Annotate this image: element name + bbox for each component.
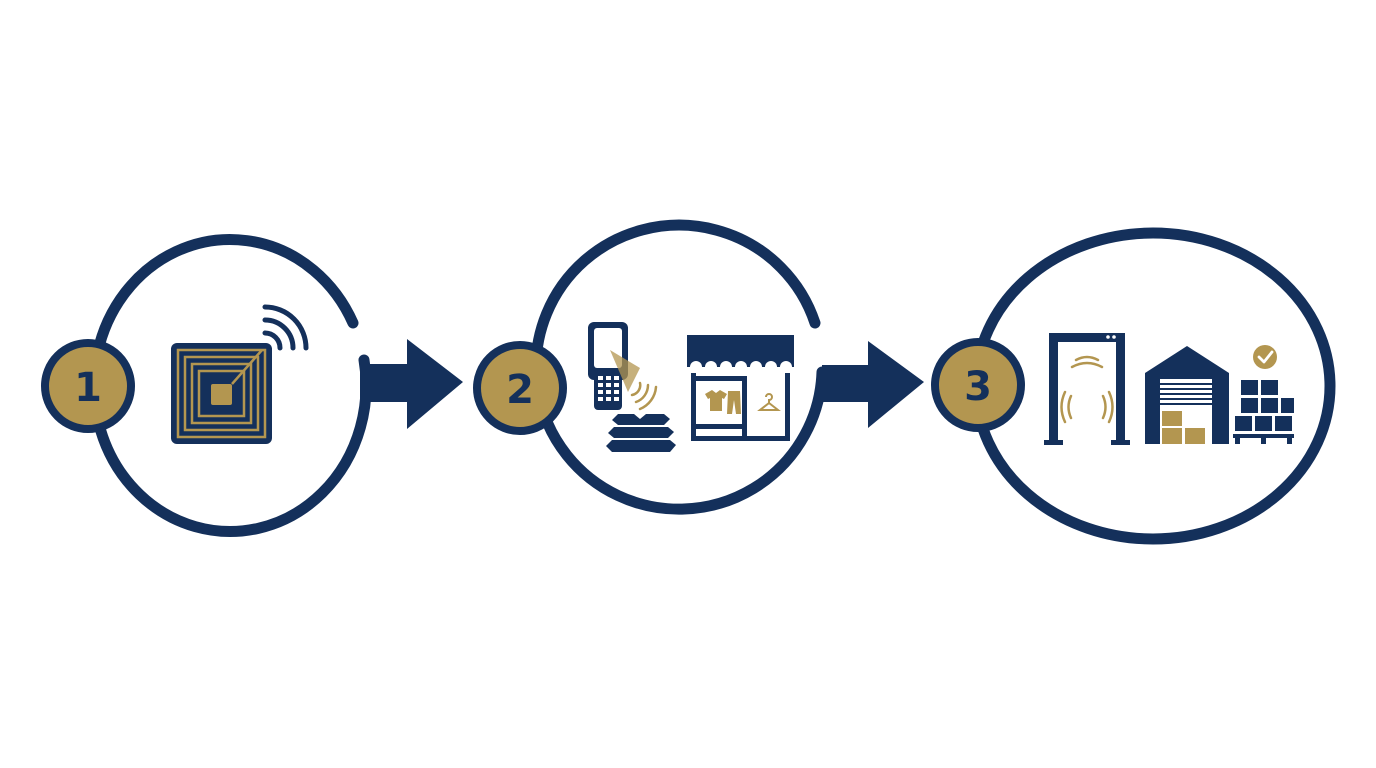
retail-store-icon <box>687 335 794 441</box>
step-1-number: 1 <box>74 365 102 411</box>
warehouse-icon <box>1145 346 1229 444</box>
step-2-ring <box>530 219 828 515</box>
arrow-right-icon <box>822 341 924 428</box>
step-3-badge: 3 <box>931 338 1025 432</box>
step-1-badge: 1 <box>41 339 135 433</box>
pallet-boxes-icon <box>1233 380 1294 444</box>
hanger-icon <box>757 393 781 411</box>
step-3-number: 3 <box>964 364 992 410</box>
handheld-rfid-scanner-icon <box>588 322 658 411</box>
wireless-signal-icon <box>262 304 309 351</box>
rfid-tag-icon <box>171 343 272 444</box>
checkmark-icon <box>1253 345 1277 369</box>
step-2-number: 2 <box>506 367 534 413</box>
folded-clothes-icon <box>606 414 676 452</box>
arrow-right-icon <box>360 339 463 429</box>
step-3: 3 <box>931 227 1336 545</box>
warehouse-boxes-icon <box>1162 411 1205 444</box>
step-1: 1 <box>41 234 372 537</box>
step-2-badge: 2 <box>473 341 567 435</box>
rfid-gate-icon <box>1044 333 1130 445</box>
tshirt-icon <box>705 390 727 411</box>
pants-icon <box>727 391 741 414</box>
step-2: 2 <box>473 219 828 515</box>
